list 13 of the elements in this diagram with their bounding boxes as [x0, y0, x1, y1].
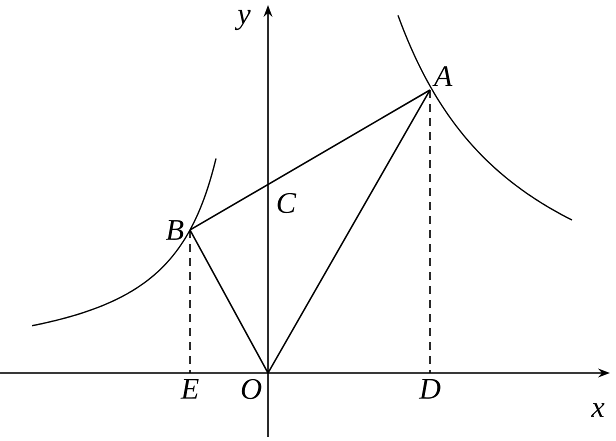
point-label: E: [180, 378, 199, 399]
point-label: O: [242, 378, 262, 400]
line-segment: [189, 230, 269, 374]
point-label: D: [418, 378, 440, 399]
point-label: A: [432, 66, 452, 86]
line-segment: [429, 90, 431, 373]
axis-label: x: [590, 403, 604, 417]
line-segment: [190, 89, 430, 231]
point-label: C: [278, 192, 296, 214]
axis-label: y: [234, 10, 251, 30]
point-label: B: [166, 220, 184, 240]
line-segment: [267, 90, 431, 374]
line-segment: [189, 230, 191, 373]
